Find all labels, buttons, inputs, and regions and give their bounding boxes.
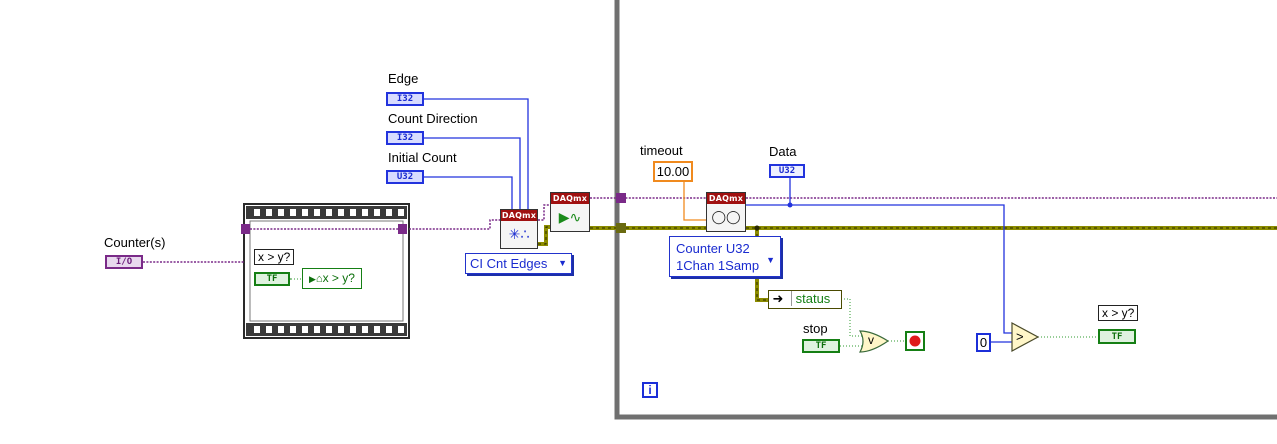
- film-hole: [386, 209, 392, 216]
- film-hole: [386, 326, 392, 333]
- edge-label: Edge: [388, 71, 419, 86]
- film-hole: [338, 209, 344, 216]
- greater-symbol: >: [1016, 329, 1024, 344]
- daqmx-header: DAQmx: [501, 210, 537, 221]
- right-compare-indicator[interactable]: TF: [1098, 329, 1136, 344]
- film-hole: [374, 209, 380, 216]
- film-hole: [314, 326, 320, 333]
- film-hole: [302, 209, 308, 216]
- daqmx-header: DAQmx: [551, 193, 589, 204]
- daqmx-timing[interactable]: DAQmx ▶∿: [550, 192, 590, 232]
- wire-timeout: [683, 182, 706, 221]
- film-hole: [326, 209, 332, 216]
- film-hole: [350, 326, 356, 333]
- count-direction-control[interactable]: I32: [386, 131, 424, 145]
- timing-icon: ▶∿: [558, 209, 582, 225]
- film-hole: [278, 326, 284, 333]
- dropdown-arrow-icon: ▼: [766, 255, 775, 265]
- film-hole: [326, 326, 332, 333]
- loop-tunnel-refnum: [616, 193, 626, 203]
- daqmx-create-channel[interactable]: DAQmx ✳∴: [500, 209, 538, 249]
- wire-to-timing: [538, 204, 550, 221]
- case-inner-label: x > y?: [322, 271, 355, 285]
- case-selector-terminal[interactable]: TF: [254, 272, 290, 286]
- greater-than-function[interactable]: [1011, 321, 1040, 353]
- daqmx-header: DAQmx: [707, 193, 745, 204]
- daqmx-read[interactable]: DAQmx ◯◯: [706, 192, 746, 232]
- case-tunnel-left: [241, 224, 250, 234]
- timeout-constant[interactable]: 10.00: [653, 161, 693, 182]
- case-tunnel-right: [398, 224, 407, 234]
- stop-label: stop: [803, 321, 828, 336]
- counters-label: Counter(s): [104, 235, 166, 250]
- film-hole: [278, 209, 284, 216]
- film-hole: [314, 209, 320, 216]
- home-icon: ⌂: [315, 273, 323, 285]
- film-hole: [374, 326, 380, 333]
- counter-edges-icon: ✳∴: [508, 226, 530, 242]
- zero-constant[interactable]: 0: [976, 333, 991, 352]
- film-hole: [362, 326, 368, 333]
- film-hole: [350, 209, 356, 216]
- stop-control[interactable]: TF: [802, 339, 840, 353]
- wire-count-direction: [424, 137, 521, 210]
- edge-control[interactable]: I32: [386, 92, 424, 106]
- or-function[interactable]: [858, 330, 890, 353]
- wire-status-or: [841, 298, 862, 337]
- counters-control[interactable]: I/O: [105, 255, 143, 269]
- film-hole: [266, 209, 272, 216]
- initial-count-control[interactable]: U32: [386, 170, 424, 184]
- film-hole: [302, 326, 308, 333]
- film-hole: [362, 209, 368, 216]
- wire-to-channel: [409, 219, 500, 230]
- count-direction-label: Count Direction: [388, 111, 478, 126]
- film-hole: [266, 326, 272, 333]
- data-label: Data: [769, 144, 797, 159]
- right-compare-label: x > y?: [1098, 305, 1139, 321]
- film-hole: [338, 326, 344, 333]
- read-type-line1: Counter U32: [676, 241, 750, 256]
- wire-data-out: [746, 204, 1013, 334]
- read-glasses-icon: ◯◯: [711, 209, 741, 224]
- film-hole: [254, 326, 260, 333]
- case-film-holes: [254, 209, 404, 333]
- while-loop-border[interactable]: [614, 0, 1277, 420]
- case-inner-bool-indicator[interactable]: ▶⌂x > y?: [302, 268, 362, 289]
- case-selector-compare[interactable]: x > y?: [254, 249, 295, 265]
- film-hole: [290, 209, 296, 216]
- dropdown-arrow-icon: ▼: [558, 258, 567, 268]
- unbundle-status[interactable]: ➜ status: [768, 290, 842, 309]
- film-hole: [290, 326, 296, 333]
- channel-type-selector[interactable]: CI Cnt Edges ▼: [465, 253, 572, 274]
- data-indicator[interactable]: U32: [769, 164, 805, 178]
- read-type-line2: 1Chan 1Samp: [676, 258, 760, 273]
- loop-stop-condition[interactable]: [905, 331, 925, 351]
- play-icon: ▶: [309, 274, 316, 284]
- iteration-terminal[interactable]: i: [642, 382, 658, 398]
- initial-count-label: Initial Count: [388, 150, 457, 165]
- channel-type-label: CI Cnt Edges: [470, 256, 548, 271]
- film-hole: [254, 209, 260, 216]
- read-type-selector[interactable]: Counter U32 1Chan 1Samp ▼: [669, 236, 781, 277]
- status-label: status: [790, 291, 831, 306]
- wire-initial-count: [424, 176, 513, 210]
- unbundle-arrow-icon: ➜: [772, 291, 784, 306]
- film-hole: [398, 326, 404, 333]
- wire-edge: [424, 98, 529, 210]
- or-symbol: v: [868, 333, 874, 347]
- loop-tunnel-error: [616, 223, 626, 233]
- timeout-label: timeout: [640, 143, 683, 158]
- film-hole: [398, 209, 404, 216]
